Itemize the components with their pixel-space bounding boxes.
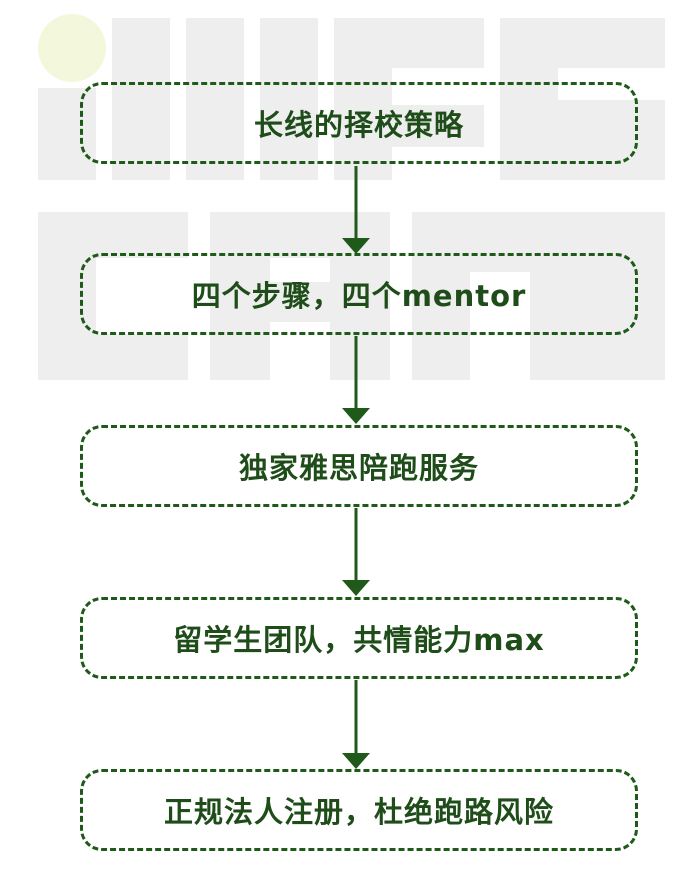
flow-step-label: 正规法人注册，杜绝跑路风险 — [163, 795, 554, 829]
flow-step-label: 留学生团队，共情能力max — [173, 623, 545, 657]
flow-step-4: 留学生团队，共情能力max — [80, 597, 638, 679]
flow-step-label: 独家雅思陪跑服务 — [238, 451, 479, 485]
flow-step-label: 长线的择校策略 — [253, 108, 464, 142]
flow-step-1: 长线的择校策略 — [80, 82, 638, 164]
arrowhead-3 — [342, 580, 370, 596]
arrowhead-1 — [342, 238, 370, 254]
arrowhead-2 — [342, 408, 370, 424]
flow-step-3: 独家雅思陪跑服务 — [80, 425, 638, 507]
arrowhead-4 — [342, 753, 370, 769]
flow-step-2: 四个步骤，四个mentor — [80, 253, 638, 335]
flow-step-label: 四个步骤，四个mentor — [191, 279, 527, 313]
flow-step-5: 正规法人注册，杜绝跑路风险 — [80, 769, 638, 851]
